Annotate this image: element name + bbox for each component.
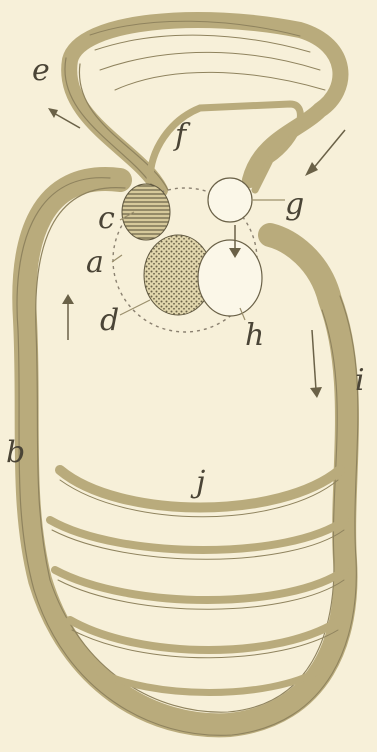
label-d: d (100, 303, 119, 338)
label-j: j (190, 465, 205, 500)
label-h: h (245, 318, 264, 353)
label-a: a (86, 245, 104, 280)
chamber-c (122, 184, 170, 240)
label-f: f (173, 118, 191, 153)
label-i: i (355, 363, 365, 398)
arrow-i (312, 330, 316, 390)
arrow-right-top (312, 130, 345, 170)
label-g: g (285, 187, 304, 222)
label-e: e (32, 53, 50, 88)
label-b: b (6, 435, 25, 470)
heart-region (113, 178, 262, 332)
label-c: c (98, 201, 115, 236)
chamber-h (198, 240, 262, 316)
arrow-e (52, 112, 80, 128)
upper-vessel-bundle (65, 20, 341, 190)
chamber-g (208, 178, 252, 222)
